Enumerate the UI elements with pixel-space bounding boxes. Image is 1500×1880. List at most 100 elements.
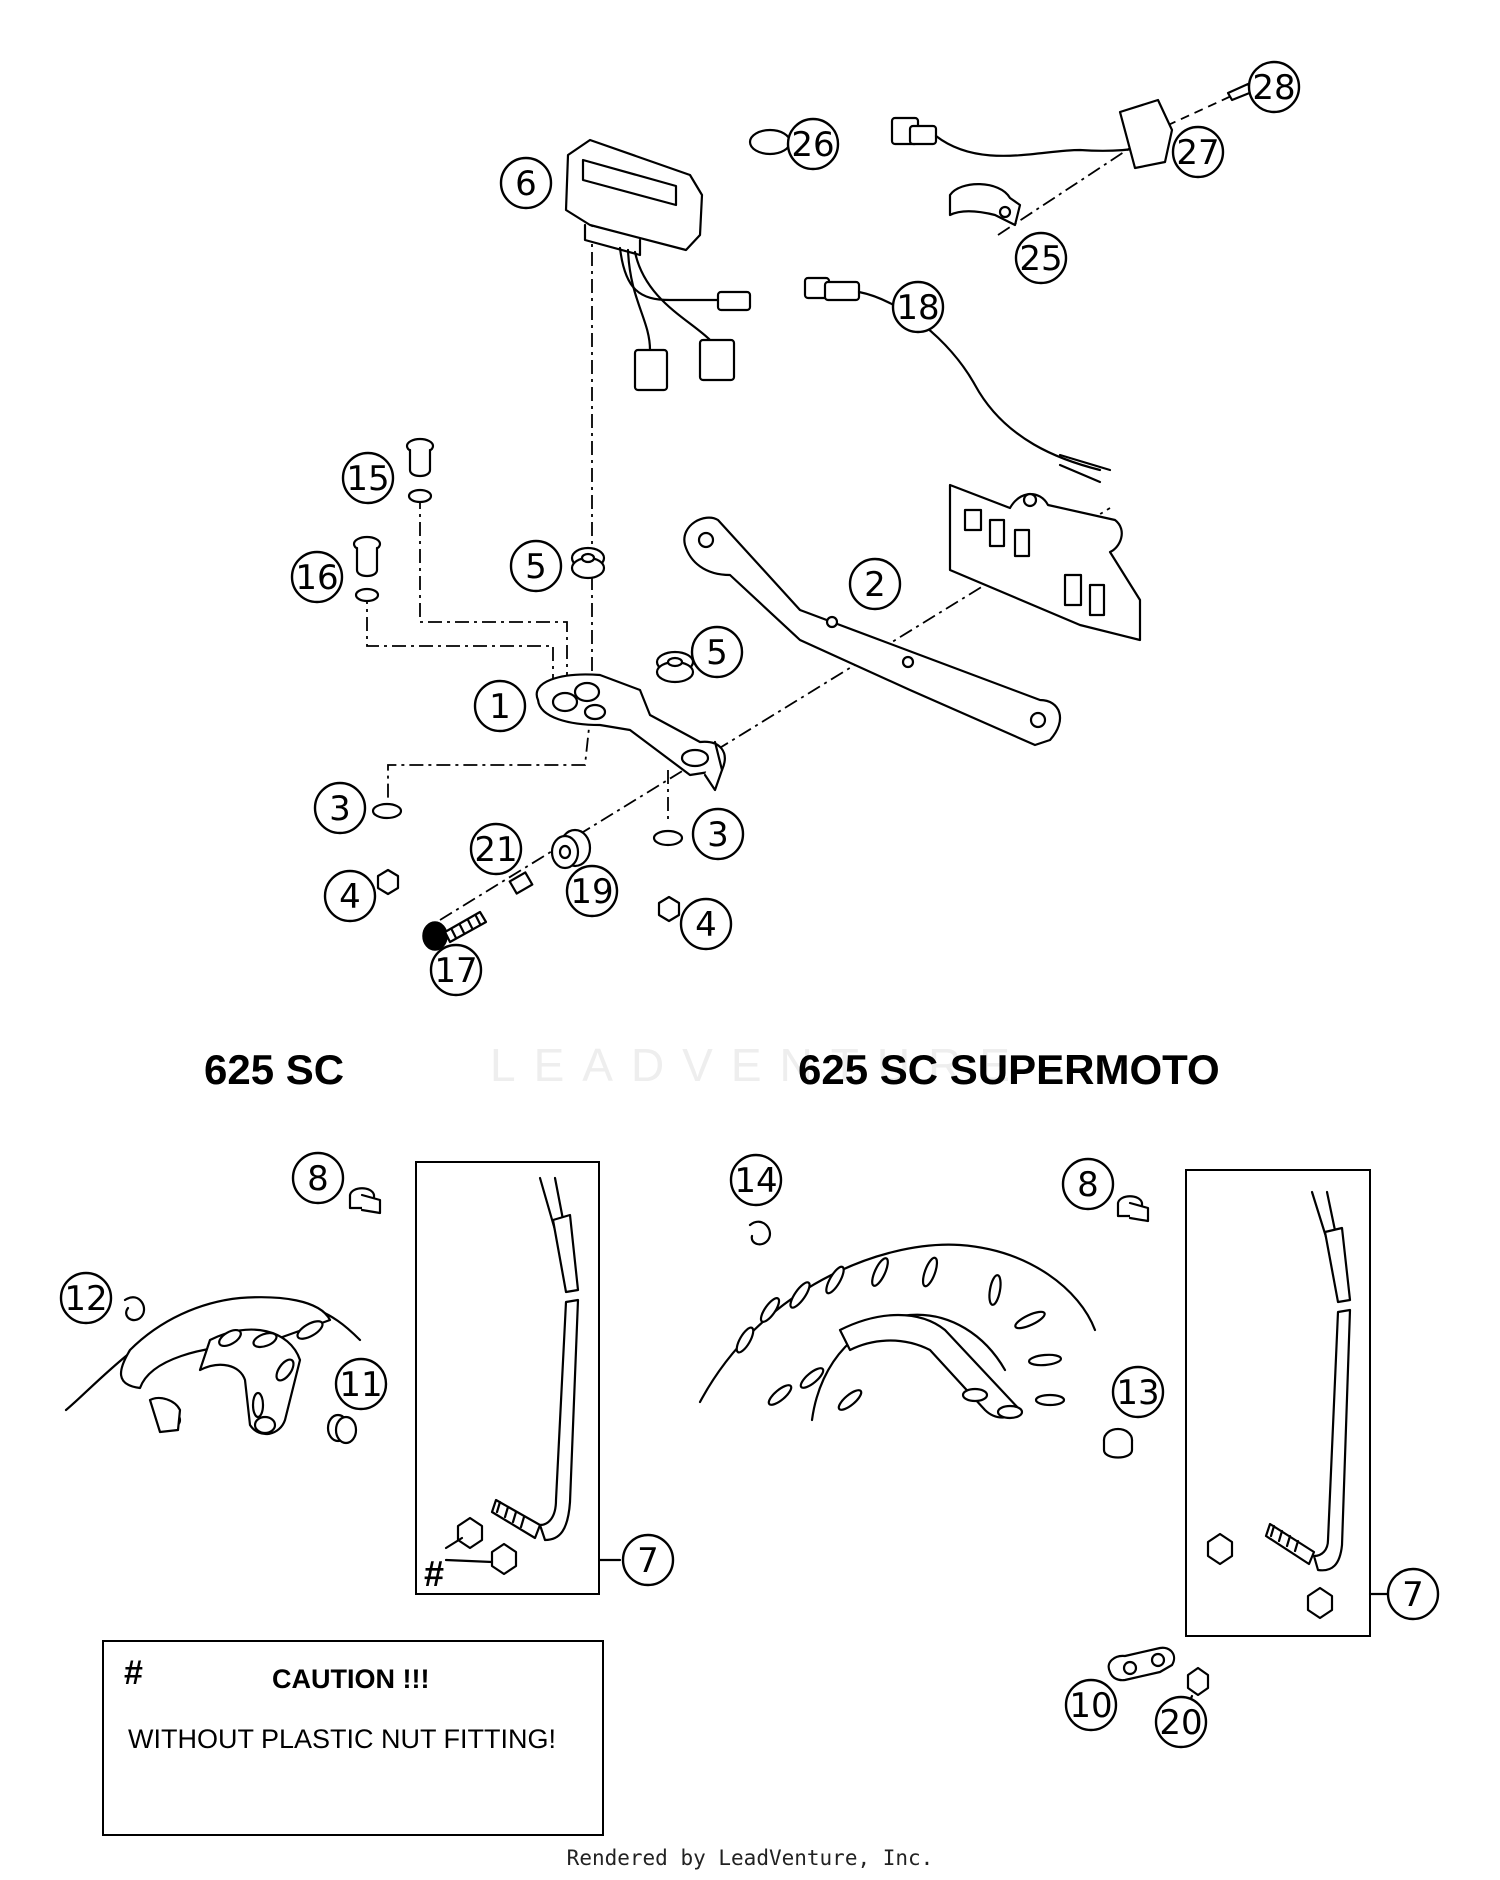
plate-10 [1107, 1646, 1176, 1682]
callout-number: 21 [474, 830, 517, 870]
callout-ring [469, 822, 523, 876]
callout-number: 25 [1019, 239, 1062, 279]
callout-10: 10 [1064, 1678, 1118, 1732]
callout-number: 2 [864, 565, 886, 605]
callout-ring [323, 869, 377, 923]
watermark-text: LEADVENTURE [490, 1039, 1028, 1091]
callout-number: 1 [489, 687, 511, 727]
hash-marker: # [424, 1553, 444, 1594]
nut-20 [1186, 1666, 1210, 1697]
callout-number: 28 [1252, 68, 1295, 108]
speedometer-unit [564, 138, 752, 392]
callout-number: 13 [1116, 1373, 1159, 1413]
callout-ring [290, 550, 344, 604]
callout-ring [1154, 1695, 1208, 1749]
plate-bracket [948, 483, 1142, 642]
nut-4a [376, 868, 400, 896]
callout-ring [690, 625, 744, 679]
spacer-13 [1102, 1427, 1134, 1459]
clip-8-left [348, 1187, 382, 1215]
callout-4: 4 [323, 869, 377, 923]
callout-ring [891, 280, 945, 334]
callout-ring [291, 1151, 345, 1205]
callout-number: 19 [570, 872, 613, 912]
mounting-plate [535, 673, 726, 792]
pin-16 [352, 535, 382, 603]
wire-harness-18 [803, 276, 1112, 484]
callout-ring [786, 117, 840, 171]
callout-number: 14 [734, 1161, 777, 1201]
callout-8: 8 [291, 1151, 345, 1205]
callout-ring [1247, 60, 1301, 114]
callout-5: 5 [509, 539, 563, 593]
callout-number: 4 [339, 877, 361, 917]
caution-text: WITHOUT PLASTIC NUT FITTING! [128, 1724, 557, 1754]
callout-ring [1386, 1567, 1440, 1621]
callout-ring [1171, 125, 1225, 179]
callout-ring [729, 1153, 783, 1207]
callout-5: 5 [690, 625, 744, 679]
callout-number: 10 [1069, 1686, 1112, 1726]
callout-number: 15 [346, 459, 389, 499]
callout-28: 28 [1247, 60, 1301, 114]
callout-12: 12 [59, 1271, 113, 1325]
callout-number: 11 [339, 1365, 382, 1405]
callout-number: 3 [707, 815, 729, 855]
callout-8: 8 [1061, 1157, 1115, 1211]
callout-number: 7 [637, 1541, 659, 1581]
callout-ring [848, 557, 902, 611]
callout-ring [509, 539, 563, 593]
callout-13: 13 [1111, 1365, 1165, 1419]
callout-6: 6 [499, 156, 553, 210]
grommet-26 [748, 128, 792, 156]
spacer-21 [508, 871, 534, 895]
callout-21: 21 [469, 822, 523, 876]
caution-note: # CAUTION !!! WITHOUT PLASTIC NUT FITTIN… [102, 1640, 604, 1836]
brake-disc-right [698, 1243, 1097, 1422]
caution-title: CAUTION !!! [272, 1664, 430, 1694]
callout-ring [499, 156, 553, 210]
callout-ring [473, 679, 527, 733]
callout-2: 2 [848, 557, 902, 611]
callout-26: 26 [786, 117, 840, 171]
leader-lines [366, 91, 1241, 921]
callout-ring [1064, 1678, 1118, 1732]
callout-25: 25 [1014, 231, 1068, 285]
sensor-box-left [415, 1161, 600, 1595]
brake-disc-left [64, 1296, 362, 1436]
callout-7: 7 [1386, 1567, 1440, 1621]
callout-number: 7 [1402, 1575, 1424, 1615]
callout-number: 5 [525, 547, 547, 587]
washer-3a [371, 802, 403, 820]
section-title-625-sc: 625 SC [204, 1046, 345, 1093]
grommet-5b [655, 650, 695, 684]
callout-ring [313, 781, 367, 835]
callout-number: 8 [1077, 1165, 1099, 1205]
nut-4b [657, 895, 681, 923]
callout-ring [341, 451, 395, 505]
speed-sensor-7-left [444, 1176, 622, 1576]
washer-3b [652, 829, 684, 847]
callout-11: 11 [334, 1357, 388, 1411]
sensor-assembly [890, 82, 1254, 227]
callout-number: 16 [295, 558, 338, 598]
callout-ring [679, 897, 733, 951]
callout-number: 3 [329, 789, 351, 829]
sensor-box-right [1185, 1169, 1371, 1637]
callout-number: 5 [706, 633, 728, 673]
callout-3: 3 [313, 781, 367, 835]
callout-4: 4 [679, 897, 733, 951]
callout-number: 4 [695, 905, 717, 945]
callout-number: 26 [791, 125, 834, 165]
callout-14: 14 [729, 1153, 783, 1207]
caution-hash: # [124, 1654, 143, 1692]
callout-number: 6 [515, 164, 537, 204]
clip-12 [123, 1296, 146, 1322]
callout-ring [1061, 1157, 1115, 1211]
callout-ring [1111, 1365, 1165, 1419]
bolt-17 [422, 910, 488, 951]
callout-number: 27 [1176, 133, 1219, 173]
callout-1: 1 [473, 679, 527, 733]
